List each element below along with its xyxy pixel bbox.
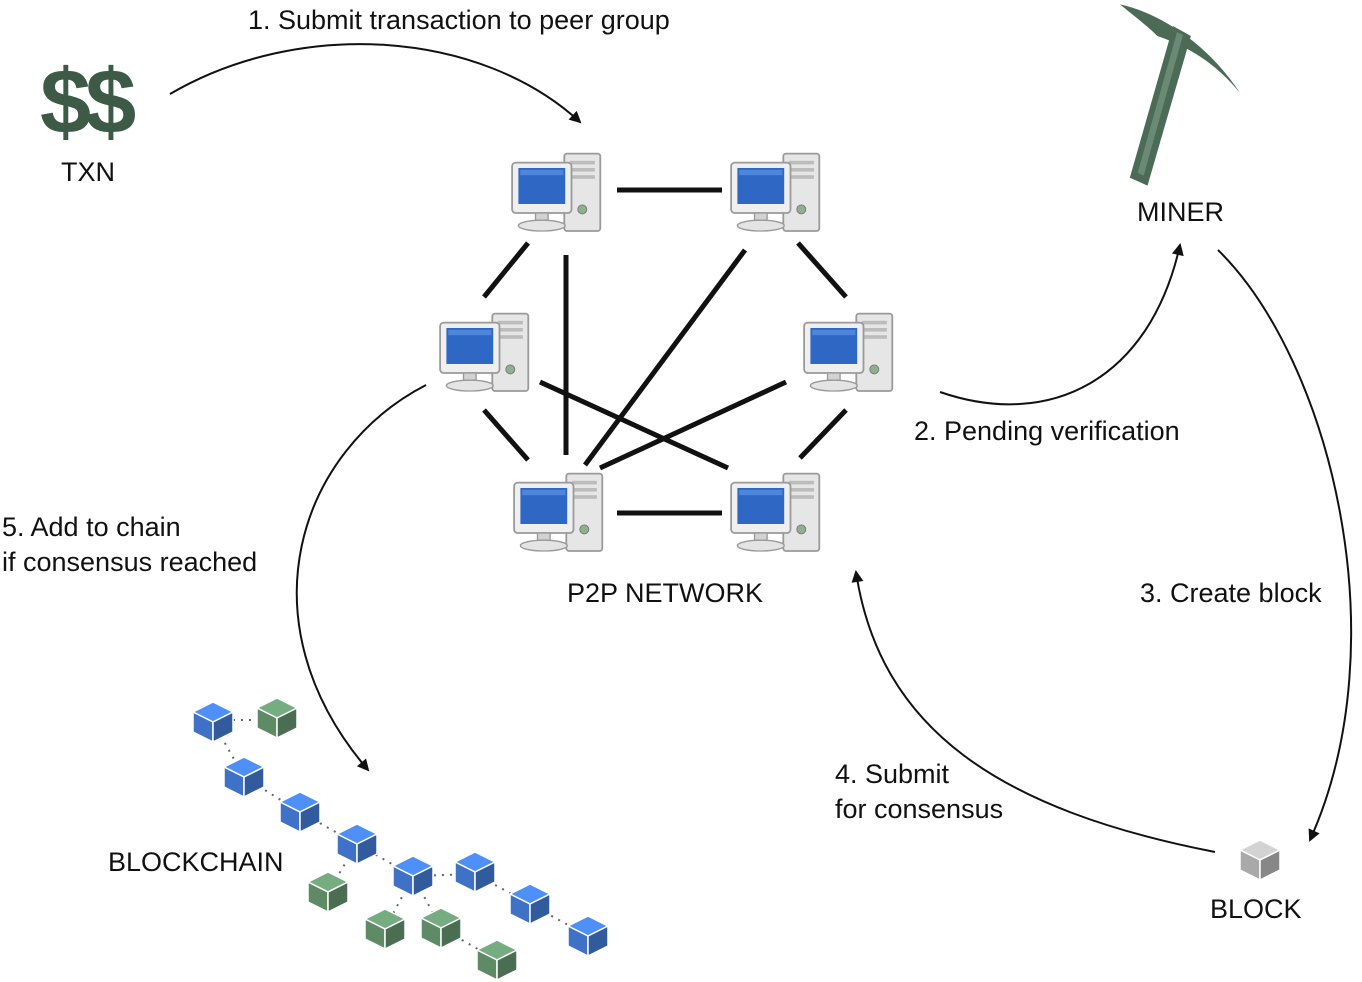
cube-icon-3 [223, 756, 265, 798]
link-midright-bottomright [798, 408, 848, 460]
block-cube-icon [1239, 839, 1281, 881]
cube-icon-1 [192, 701, 234, 743]
link-midleft-bottomleft [482, 408, 530, 462]
p2p-network-label: P2P NETWORK [567, 578, 764, 608]
miner-label: MINER [1137, 197, 1224, 227]
step3-label: 3. Create block [1140, 578, 1322, 608]
arrow-step1 [169, 43, 582, 124]
link-topright-bottomleft [582, 248, 748, 467]
arrow-step3 [1217, 249, 1353, 842]
computer-icon-top-left [511, 152, 602, 232]
arrow-step2 [939, 243, 1184, 406]
flow-arrows [169, 43, 1353, 853]
step5-label-line2: if consensus reached [2, 547, 258, 577]
step4-label-line2: for consensus [835, 794, 1004, 824]
block-label: BLOCK [1210, 894, 1302, 924]
cube-icon-5 [336, 823, 378, 865]
network-links [482, 187, 848, 516]
cube-icon-6 [392, 855, 434, 897]
computer-icon-top-right [730, 152, 821, 232]
cube-icon-13 [476, 939, 518, 981]
link-midleft-bottomright [538, 379, 730, 471]
computer-icon-mid-left [439, 312, 530, 392]
computer-icon-mid-right [803, 312, 894, 392]
block-cube-group [1239, 839, 1281, 881]
pickaxe-icon [1119, 4, 1241, 186]
link-midright-bottomleft [598, 379, 788, 471]
txn-dollar-icon: $$ [40, 51, 136, 153]
arrow-step4 [851, 570, 1216, 853]
cube-icon-4 [279, 791, 321, 833]
cube-icon-8 [509, 883, 551, 925]
cube-icon-7 [454, 851, 496, 893]
cube-icon-12 [420, 907, 462, 949]
txn-label: TXN [61, 157, 115, 187]
cube-icon-2 [256, 697, 298, 739]
step5-label-line1: 5. Add to chain [2, 512, 181, 542]
step1-label: 1. Submit transaction to peer group [248, 5, 670, 35]
blockchain-label: BLOCKCHAIN [108, 847, 284, 877]
step4-label-line1: 4. Submit [835, 759, 950, 789]
computer-icon-bottom-left [513, 472, 604, 552]
link-topleft-midleft [482, 241, 530, 299]
cube-icon-10 [307, 871, 349, 913]
cube-icon-9 [567, 915, 609, 957]
step2-label: 2. Pending verification [914, 416, 1180, 446]
blockchain-cubes [192, 697, 609, 981]
arrow-step5 [295, 384, 427, 772]
computer-icon-bottom-right [730, 472, 821, 552]
link-topright-midright [796, 241, 848, 299]
cube-icon-11 [364, 908, 406, 950]
